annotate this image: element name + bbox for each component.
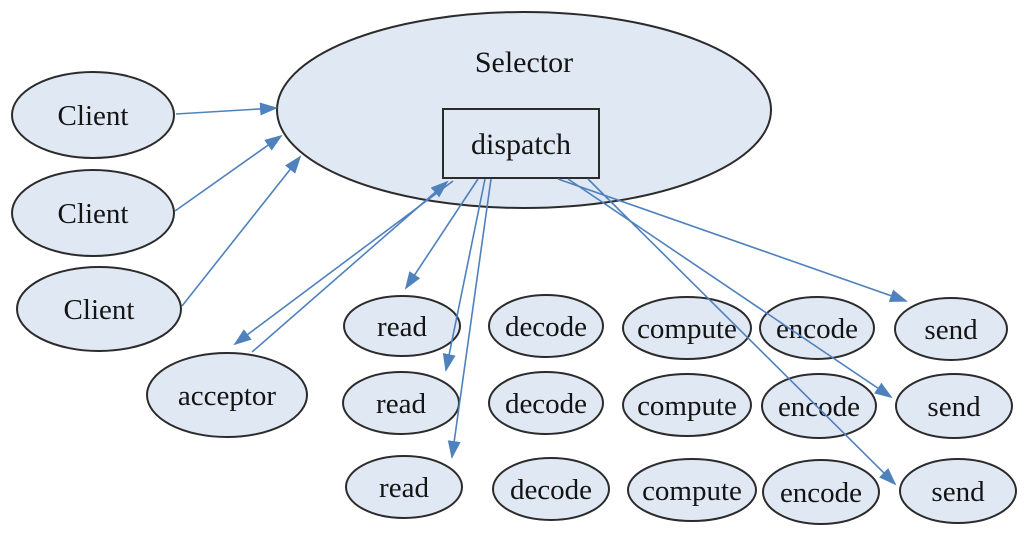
node-acceptor-shape: [146, 352, 308, 438]
node-compute-3-shape: [627, 458, 757, 522]
node-compute-2-label: compute: [637, 390, 737, 422]
edge-dispatch-to-acceptor-arrow: [233, 180, 454, 346]
node-client-2-label: Client: [58, 198, 129, 230]
node-acceptor-label: acceptor: [178, 380, 277, 412]
node-client-1-shape: [11, 71, 175, 159]
node-compute-1-shape: [622, 296, 752, 360]
node-decode-2-label: decode: [505, 388, 587, 420]
node-decode-1-shape: [488, 294, 604, 358]
edge-dispatch-to-send-3-arrow: [587, 178, 897, 486]
node-encode-3-label: encode: [780, 477, 862, 509]
node-send-1-label: send: [924, 314, 978, 346]
node-read-2-label: read: [376, 388, 426, 420]
node-dispatch-label: dispatch: [471, 128, 571, 161]
node-selector-label: Selector: [475, 46, 573, 79]
node-encode-1-shape: [759, 296, 875, 360]
node-decode-1-label: decode: [505, 311, 587, 343]
node-client-3-label: Client: [64, 294, 135, 326]
node-read-1-shape: [343, 295, 461, 357]
node-client-3-shape: [16, 266, 182, 352]
edge-client2-to-selector-arrow: [174, 134, 283, 212]
node-client-1-label: Client: [58, 100, 129, 132]
node-decode-3-shape: [492, 457, 610, 521]
node-compute-3-label: compute: [642, 475, 742, 507]
node-read-1-label: read: [377, 311, 427, 343]
edge-client1-to-selector-arrow: [175, 102, 278, 116]
node-decode-3-label: decode: [510, 474, 592, 506]
edge-dispatch-to-read-2-arrow: [442, 178, 486, 372]
node-client-2-shape: [11, 169, 175, 257]
node-read-3-shape: [345, 455, 463, 519]
node-encode-2-shape: [761, 373, 877, 439]
edge-dispatch-to-send-1-arrow: [557, 178, 908, 302]
node-decode-2-shape: [488, 371, 604, 435]
node-send-3-shape: [899, 458, 1017, 524]
node-encode-2-label: encode: [778, 391, 860, 423]
edge-dispatch-to-send-2-arrow: [567, 178, 893, 399]
edge-dispatch-to-read-3-arrow: [447, 178, 492, 459]
edge-dispatch-to-read-1-arrow: [404, 178, 479, 290]
edge-client3-to-selector-arrow: [181, 155, 302, 307]
node-send-2-shape: [895, 373, 1013, 439]
node-send-3-label: send: [931, 476, 985, 508]
node-encode-3-shape: [762, 459, 880, 525]
node-compute-2-shape: [622, 373, 752, 437]
node-encode-1-label: encode: [776, 313, 858, 345]
node-send-2-label: send: [927, 391, 981, 423]
node-compute-1-label: compute: [637, 313, 737, 345]
node-read-3-label: read: [379, 472, 429, 504]
node-send-1-shape: [894, 297, 1008, 361]
node-dispatch-shape: [442, 108, 600, 179]
